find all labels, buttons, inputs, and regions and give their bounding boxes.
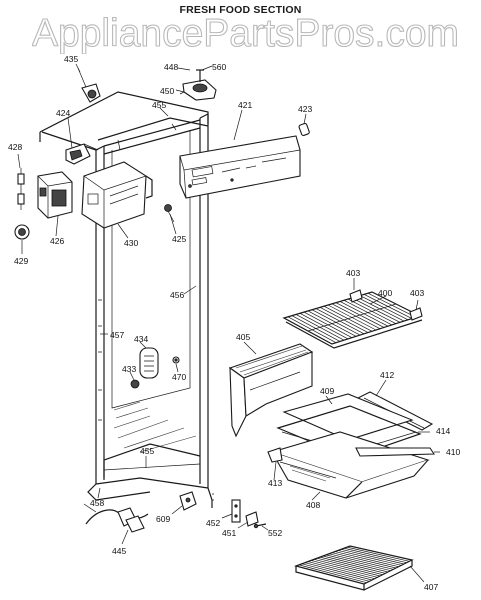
part-label-434: 434 bbox=[134, 334, 148, 344]
shelf-wire bbox=[307, 303, 397, 332]
plug-470 bbox=[172, 356, 180, 364]
part-label-426: 426 bbox=[50, 236, 64, 246]
part-label-458: 458 bbox=[90, 498, 104, 508]
part-label-405: 405 bbox=[236, 332, 250, 342]
part-label-410: 410 bbox=[446, 447, 460, 457]
clip-425 bbox=[164, 204, 175, 223]
shelf-wire bbox=[307, 561, 375, 580]
vent-434 bbox=[139, 347, 159, 379]
part-labels: 435 448 560 450 421 423 455 424 428 426 … bbox=[8, 54, 460, 592]
bulb-429 bbox=[14, 224, 30, 240]
thermostat-bracket-448 bbox=[179, 69, 217, 101]
part-label-400: 400 bbox=[378, 288, 392, 298]
rail-410 bbox=[355, 447, 436, 457]
control-panel-421 bbox=[179, 135, 301, 199]
part-label-412: 412 bbox=[380, 370, 394, 380]
part-label-409: 409 bbox=[320, 386, 334, 396]
control-box-430 bbox=[81, 161, 153, 229]
shelf-wire bbox=[328, 553, 394, 570]
part-label-424: 424 bbox=[56, 108, 70, 118]
part-label-414: 414 bbox=[436, 426, 450, 436]
part-label-407: 407 bbox=[424, 582, 438, 592]
shelf-wire bbox=[331, 552, 397, 569]
light-housing-426 bbox=[37, 171, 73, 219]
cap-433 bbox=[130, 379, 140, 389]
glass-shelf-409 bbox=[282, 393, 414, 441]
watermark: AppliancePartsPros.com bbox=[32, 14, 460, 54]
wire-harness-445 bbox=[83, 503, 149, 533]
fan-424 bbox=[65, 143, 99, 165]
switch-428 bbox=[17, 168, 25, 210]
wire-shelf-407 bbox=[294, 545, 414, 591]
part-label-403-left: 403 bbox=[346, 268, 360, 278]
socket-435 bbox=[77, 67, 101, 103]
shelf-wire bbox=[316, 557, 383, 576]
shelf-wire bbox=[301, 563, 370, 582]
light-bulb-423 bbox=[298, 122, 310, 136]
part-label-456: 456 bbox=[170, 290, 184, 300]
screw-552 bbox=[253, 523, 267, 529]
part-label-451: 451 bbox=[222, 528, 236, 538]
part-label-435: 435 bbox=[64, 54, 78, 64]
section-title: FRESH FOOD SECTION bbox=[179, 4, 302, 16]
bracket-609 bbox=[179, 491, 197, 511]
shelf-wire bbox=[313, 558, 381, 577]
part-label-433: 433 bbox=[122, 364, 136, 374]
leader-lines bbox=[17, 63, 440, 583]
shelf-bracket-403b bbox=[409, 307, 423, 321]
part-label-429: 429 bbox=[14, 256, 28, 266]
part-label-428: 428 bbox=[8, 142, 22, 152]
part-label-445: 445 bbox=[112, 546, 126, 556]
part-label-560: 560 bbox=[212, 62, 226, 72]
part-label-425: 425 bbox=[172, 234, 186, 244]
part-label-448: 448 bbox=[164, 62, 178, 72]
shelf-bracket-403a bbox=[349, 289, 363, 303]
shelf-wire bbox=[298, 564, 367, 584]
part-label-452: 452 bbox=[206, 518, 220, 528]
part-label-455-top: 455 bbox=[152, 100, 166, 110]
shelf-wire bbox=[337, 550, 402, 566]
shelf-wire bbox=[322, 555, 389, 573]
part-label-470: 470 bbox=[172, 372, 186, 382]
part-label-413: 413 bbox=[268, 478, 282, 488]
shelf-wire bbox=[319, 556, 386, 574]
shelf-wire bbox=[325, 554, 391, 572]
shelf-wire bbox=[343, 547, 407, 564]
part-label-430: 430 bbox=[124, 238, 138, 248]
roller-413 bbox=[267, 447, 283, 463]
part-label-450: 450 bbox=[160, 86, 174, 96]
watermark-text: AppliancePartsPros.com bbox=[32, 14, 459, 54]
part-label-403-right: 403 bbox=[410, 288, 424, 298]
shelf-wire bbox=[310, 560, 378, 578]
shelf-wire bbox=[346, 546, 410, 562]
part-label-457: 457 bbox=[110, 330, 124, 340]
part-label-455-bottom: 455 bbox=[140, 446, 154, 456]
shelf-wire bbox=[304, 562, 373, 581]
shelf-wire bbox=[334, 551, 399, 568]
part-label-408: 408 bbox=[306, 500, 320, 510]
part-label-552: 552 bbox=[268, 528, 282, 538]
crisper-pan-408 bbox=[270, 431, 430, 499]
part-label-609: 609 bbox=[156, 514, 170, 524]
shelf-wire bbox=[340, 548, 405, 565]
bracket-452 bbox=[231, 499, 241, 523]
crisper-cover-405 bbox=[228, 343, 314, 438]
part-label-423: 423 bbox=[298, 104, 312, 114]
part-label-421: 421 bbox=[238, 100, 252, 110]
